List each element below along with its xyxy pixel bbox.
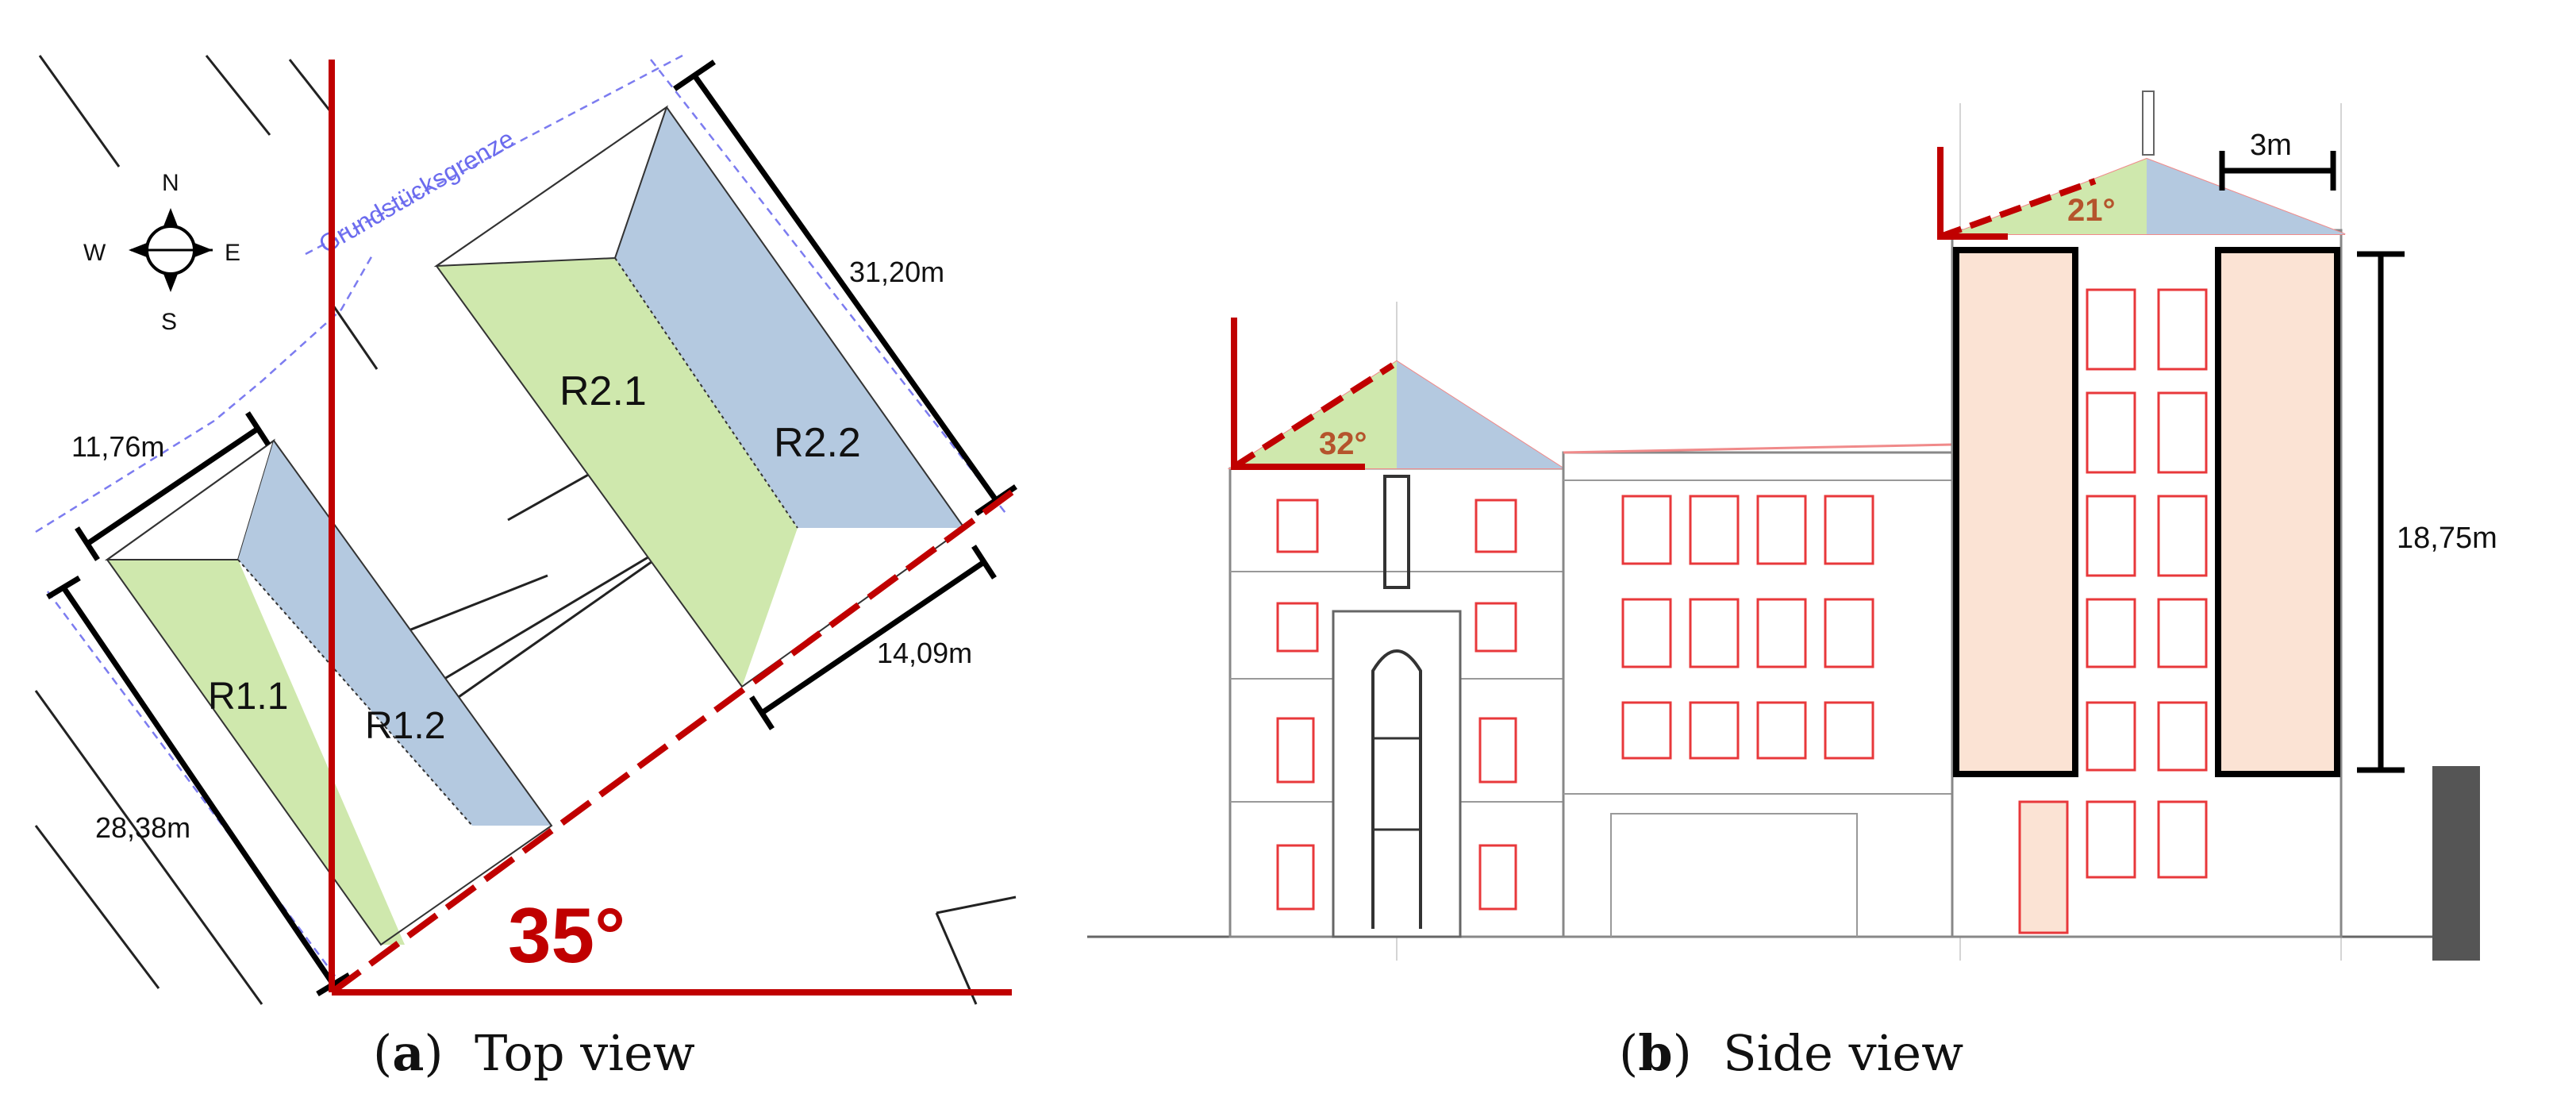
caption-a-label: a — [392, 1024, 425, 1082]
orientation-lines — [329, 60, 1014, 996]
building-2-roof: R2.1 R2.2 — [433, 105, 966, 688]
roof-r1-1-label: R1.1 — [208, 676, 288, 718]
compass-w-label: W — [83, 240, 106, 266]
roof-r1-2 — [238, 441, 552, 826]
pv-area-left — [1953, 247, 2078, 777]
building-walls — [396, 558, 656, 700]
dimension-14-09: 14,09m — [877, 637, 972, 669]
right-building: 21° — [1937, 91, 2480, 961]
caption-side-view: (b) Side view — [1619, 1024, 1964, 1082]
caption-b-label: b — [1638, 1024, 1673, 1082]
pv-area-right — [2215, 247, 2340, 777]
side-dimension-lines — [2219, 151, 2405, 773]
roof-r2-1 — [436, 258, 798, 687]
dimension-18-75: 18,75m — [2397, 522, 2497, 555]
roof-r2-2 — [615, 107, 964, 528]
caption-a-text: Top view — [475, 1024, 695, 1082]
compass-icon: N E S W — [83, 170, 240, 335]
orientation-angle: 35° — [508, 892, 625, 979]
compass-e-label: E — [225, 240, 240, 266]
roof-r1-2-label: R1.2 — [365, 705, 445, 747]
left-building: 32° — [1227, 318, 1567, 938]
caption-top-view: (a) Top view — [373, 1024, 695, 1082]
dimension-31-20: 31,20m — [849, 256, 944, 288]
compass-s-label: S — [161, 309, 177, 335]
middle-building — [1562, 443, 1954, 938]
top-view-panel: Grundstücksgrenze N E S W R1.1 — [34, 54, 1017, 1005]
dimension-28-38: 28,38m — [95, 811, 190, 844]
dimension-lines — [46, 60, 1017, 997]
dimension-3m: 3m — [2250, 129, 2292, 162]
side-view-panel: 32° — [1087, 91, 2497, 961]
roof-angle-left: 32° — [1319, 426, 1367, 461]
roof-angle-right: 21° — [2067, 193, 2116, 228]
compass-n-label: N — [162, 170, 179, 196]
neighbour-wall — [2432, 766, 2480, 961]
dimension-11-76: 11,76m — [71, 430, 164, 463]
roof-r2-1-label: R2.1 — [559, 368, 647, 414]
caption-b-text: Side view — [1723, 1024, 1964, 1082]
property-boundary — [35, 54, 1009, 985]
roof-r2-2-label: R2.2 — [774, 420, 861, 466]
